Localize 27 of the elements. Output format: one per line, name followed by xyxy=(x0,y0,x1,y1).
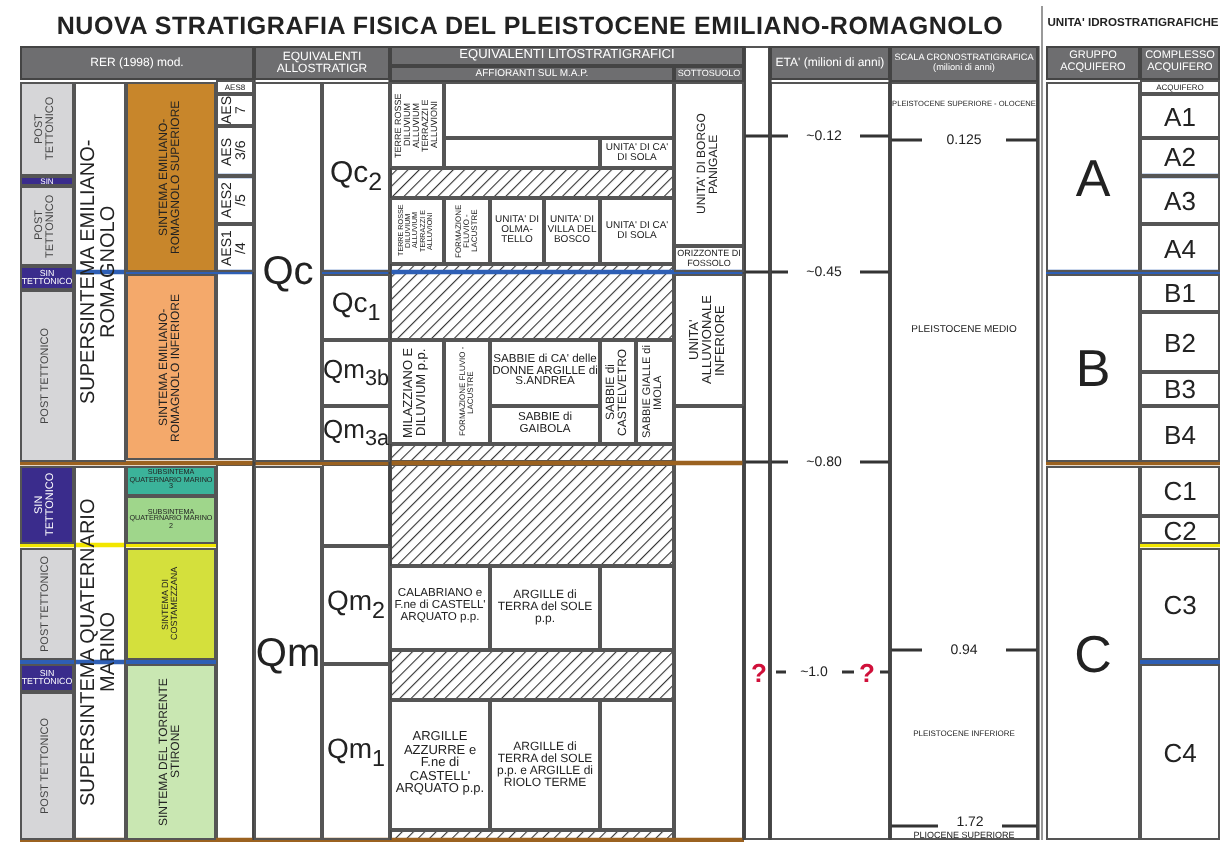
aquifer-complex: A3 xyxy=(1140,176,1220,224)
diagram-title: NUOVA STRATIGRAFIA FISICA DEL PLEISTOCENE EMILIANO-ROMAGNOLO xyxy=(54,12,1006,44)
aquifer-group: B xyxy=(1046,274,1140,462)
question-mark: ? xyxy=(749,656,769,688)
aquifer-complex: B1 xyxy=(1140,274,1220,312)
allostratigraphic-unit: Qc$_{2}$ xyxy=(322,82,390,272)
aquifer-complex: C4 xyxy=(1140,664,1220,840)
allostratigraphic-unit: Qc$_{1}$ xyxy=(322,274,390,340)
allostratigraphic-unit: Qm$_{1}$ xyxy=(322,664,390,840)
aquifer-complex: C2 xyxy=(1140,516,1220,544)
aquifer-complex: A4 xyxy=(1140,224,1220,272)
aquifer-complex: B4 xyxy=(1140,406,1220,462)
aquifer-complex: A2 xyxy=(1140,138,1220,176)
allostratigraphic-unit: Qm$_{2}$ xyxy=(322,546,390,664)
allostratigraphic-unit: Qm$_{3b}$ xyxy=(322,340,390,406)
supersynthem-label: SUPERSINTEMA QUATERNARIO MARINO xyxy=(74,466,126,840)
allostratigraphic-unit: Qm xyxy=(254,466,322,840)
allostratigraphic-unit: Qc xyxy=(254,82,322,462)
aquifer-complex: C1 xyxy=(1140,466,1220,516)
aquifer-group: A xyxy=(1046,82,1140,272)
supersynthem-label: SUPERSINTEMA EMILIANO-ROMAGNOLO xyxy=(74,82,126,462)
aquifer-complex: C3 xyxy=(1140,548,1220,660)
aquifer-group: C xyxy=(1046,466,1140,840)
aquifer-complex: B2 xyxy=(1140,312,1220,372)
aquifer-complex: B3 xyxy=(1140,372,1220,406)
question-mark: ? xyxy=(857,656,877,688)
aquifer-complex: A1 xyxy=(1140,94,1220,138)
